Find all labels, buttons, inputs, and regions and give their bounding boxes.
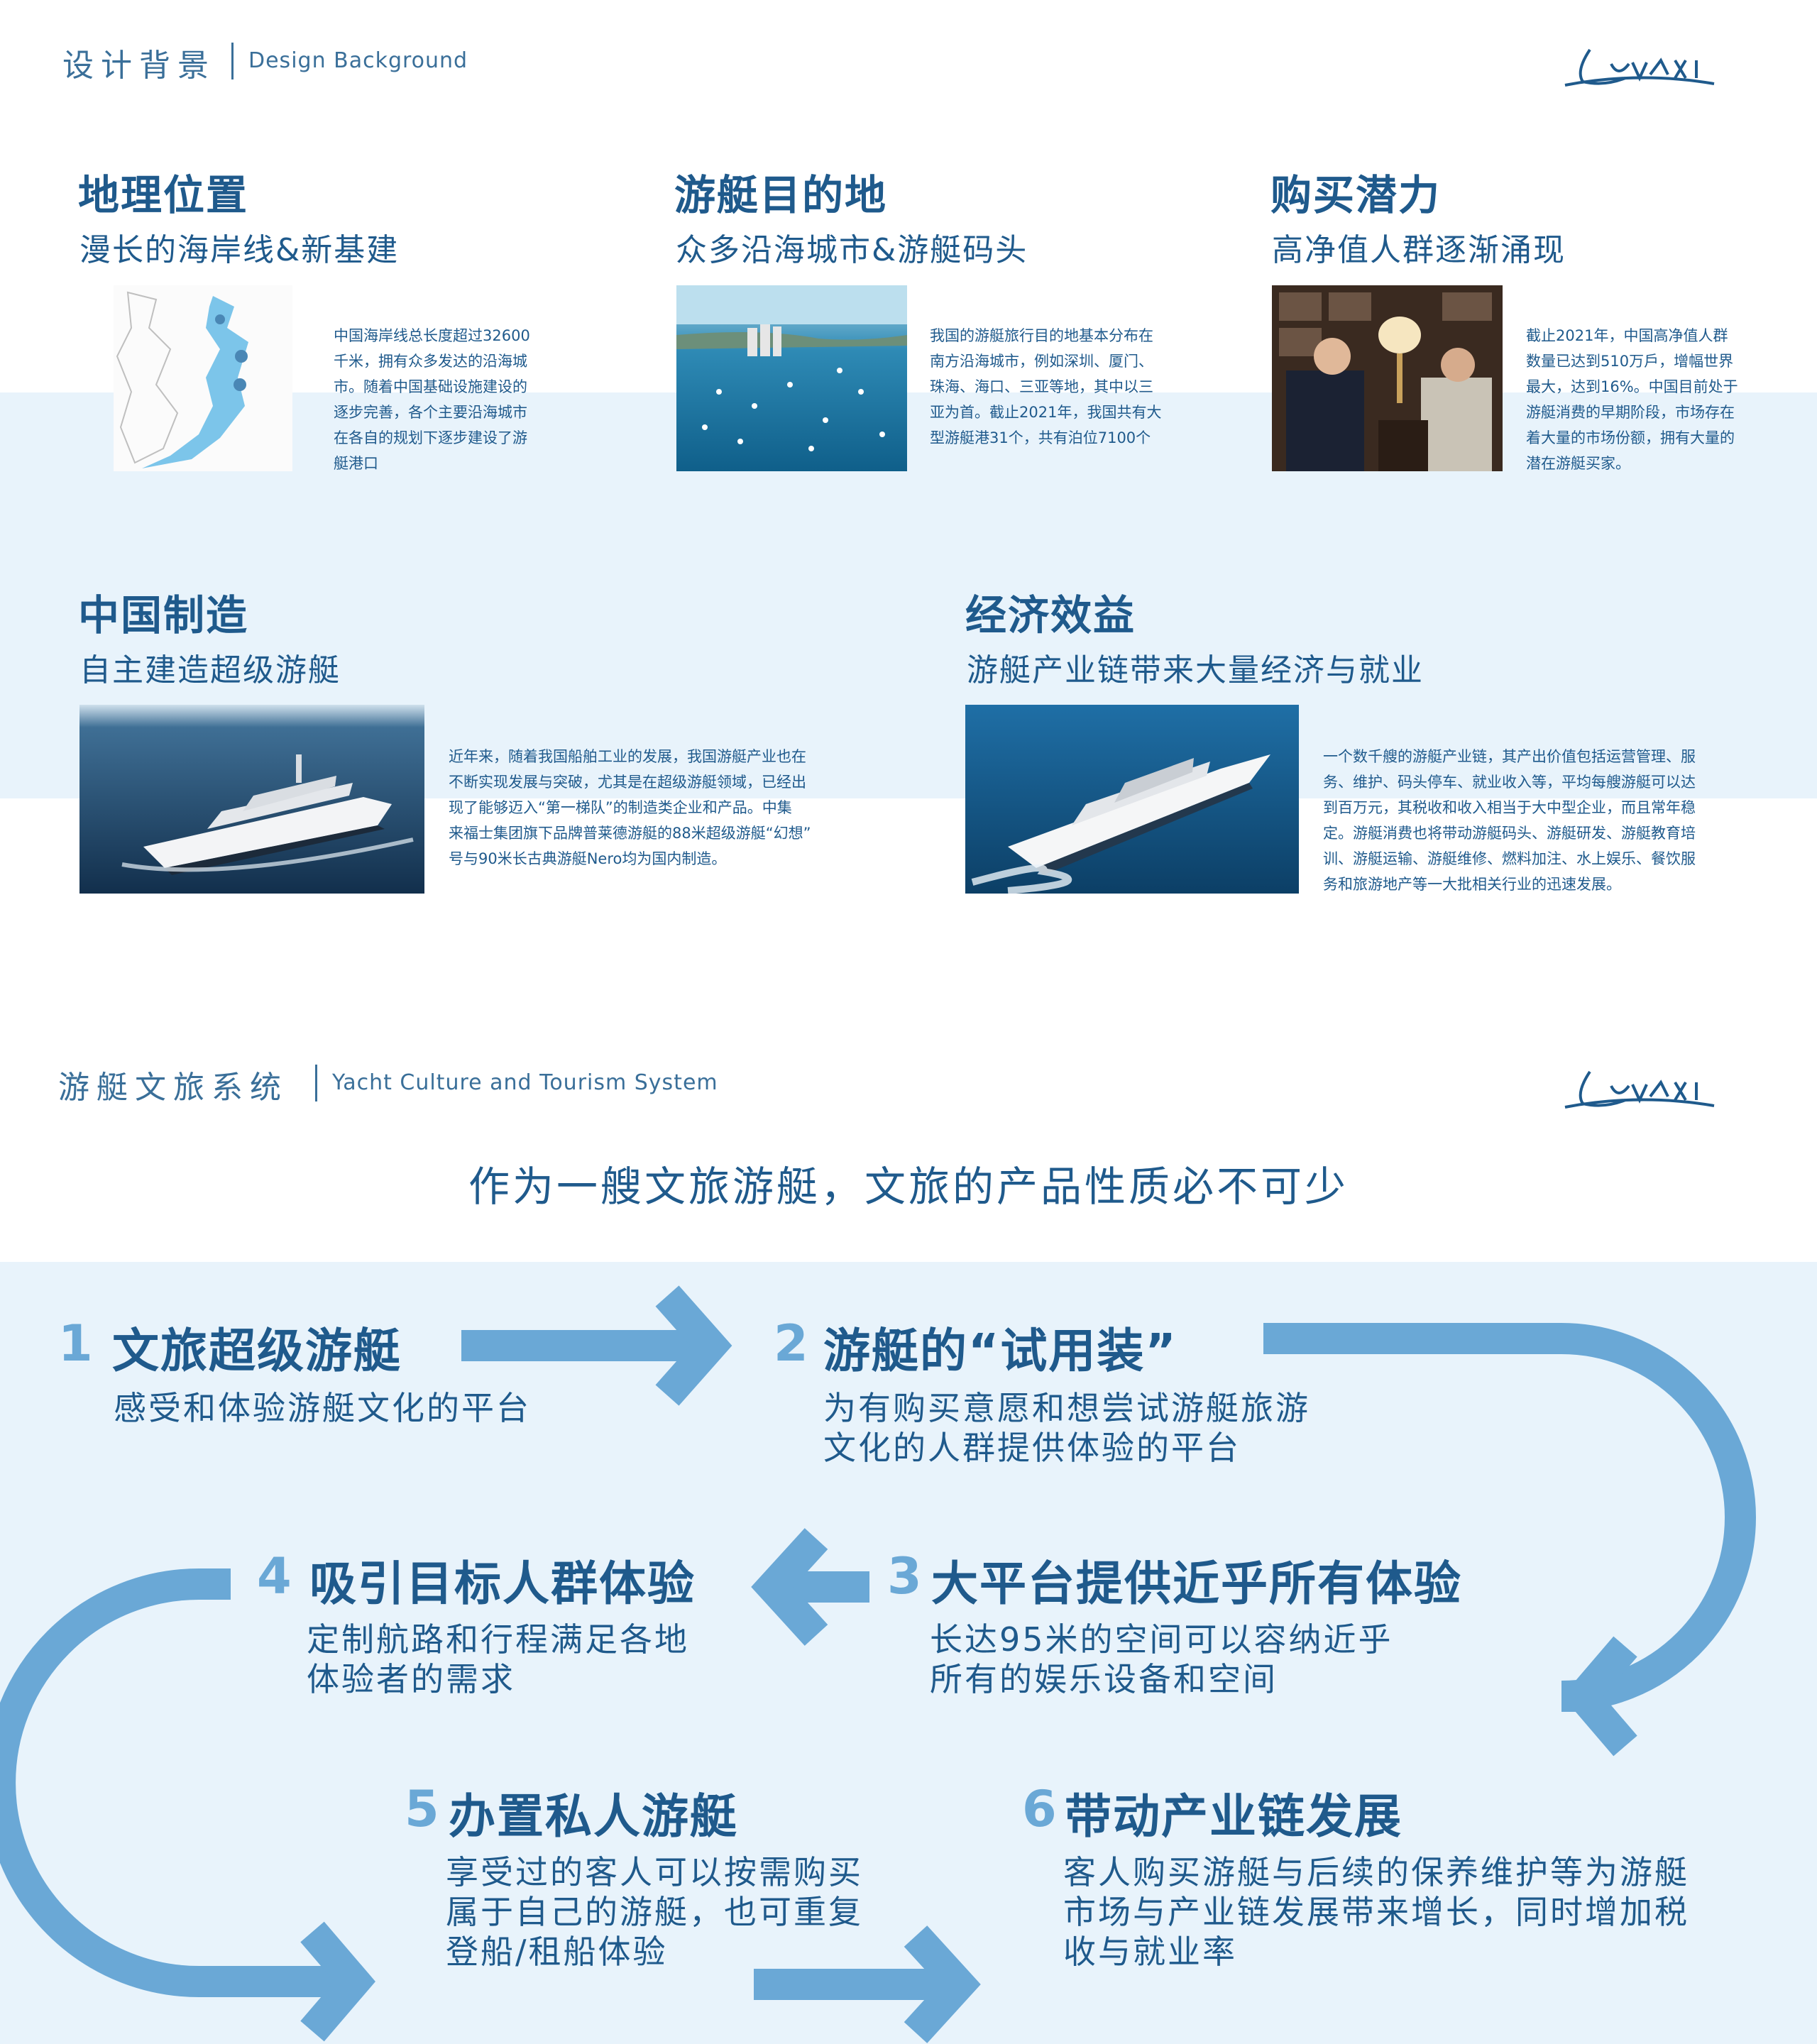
step-3-title: 大平台提供近乎所有体验 (931, 1556, 1462, 1611)
flow-arrows (0, 1285, 1756, 2043)
brand-logo-2 (1561, 1065, 1718, 1114)
card-economic-title: 经济效益 (965, 591, 1136, 639)
step-6-title: 带动产业链发展 (1065, 1789, 1402, 1844)
card-geo-title: 地理位置 (78, 171, 249, 219)
card-economic-body: 一个数千艘的游艇产业链，其产出价值包括运营管理、服 务、维护、码头停车、就业收入… (1323, 748, 1696, 893)
section-title-en: Design Background (248, 48, 468, 73)
step-1-title: 文旅超级游艇 (112, 1324, 402, 1378)
arrow-2-to-3 (1263, 1323, 1756, 1712)
card-economic-subtitle: 游艇产业链带来大量经济与就业 (967, 652, 1424, 688)
step-1-desc: 感受和体验游艇文化的平台 (114, 1389, 531, 1427)
background-band-bottom (0, 1262, 1817, 2044)
header-divider (231, 43, 234, 79)
card-made-in-china-title: 中国制造 (78, 591, 249, 639)
step-5-number: 5 (405, 1780, 439, 1838)
step-6-desc: 客人购买游艇与后续的保养维护等为游艇 市场与产业链发展带来增长，同时增加税 收与… (1063, 1853, 1689, 1971)
step-3-desc: 长达95米的空间可以容纳近乎 所有的娱乐设备和空间 (930, 1620, 1393, 1698)
section2-title-en: Yacht Culture and Tourism System (332, 1070, 718, 1095)
step-5-desc: 享受过的客人可以按需购买 属于自己的游艇，也可重复 登船/租船体验 (446, 1853, 863, 1971)
arrow-4-to-5-head (300, 1921, 375, 2042)
arrow-3-to-4-head (751, 1528, 828, 1646)
superyacht-photo-1 (79, 705, 424, 894)
arrow-2-to-3-head (1562, 1636, 1637, 1757)
arrow-4-to-5 (0, 1568, 341, 1997)
arrow-1-to-2-head (655, 1285, 732, 1406)
step-3-number: 3 (887, 1547, 922, 1605)
card-potential-subtitle: 高净值人群逐渐涌现 (1272, 232, 1566, 268)
superyacht-photo-2 (965, 705, 1299, 894)
card-geo-subtitle: 漫长的海岸线&新基建 (79, 232, 400, 268)
brand-logo (1561, 43, 1718, 92)
section-title-zh: 设计背景 (62, 48, 216, 84)
section2-title-zh: 游艇文旅系统 (58, 1070, 288, 1106)
card-potential-body: 截止2021年，中国高净值人群 数量已达到510万戶，增幅世界 最大，达到16%… (1526, 327, 1738, 472)
card-destination-title: 游艇目的地 (674, 171, 888, 219)
step-2-desc: 为有购买意愿和想尝试游艇旅游 文化的人群提供体验的平台 (823, 1389, 1310, 1467)
card-potential-title: 购买潜力 (1270, 171, 1442, 219)
step-5-title: 办置私人游艇 (449, 1789, 738, 1844)
businessmen-photo (1272, 285, 1503, 471)
header2-divider (315, 1065, 317, 1101)
card-destination-subtitle: 众多沿海城市&游艇码头 (676, 232, 1028, 268)
arrow-5-to-6-head (904, 1925, 981, 2043)
coastline-map-image (114, 285, 292, 471)
card-made-in-china-body: 近年来，随着我国船舶工业的发展，我国游艇产业也在 不断实现发展与突破，尤其是在超… (449, 748, 811, 867)
slogan-text: 作为一艘文旅游艇，文旅的产品性质必不可少 (468, 1163, 1349, 1211)
step-4-desc: 定制航路和行程满足各地 体验者的需求 (307, 1620, 689, 1698)
card-geo-body: 中国海岸线总长度超过32600 千米，拥有众多发达的沿海城 市。随着中国基础设施… (334, 327, 530, 472)
step-4-number: 4 (257, 1547, 292, 1605)
step-4-title: 吸引目标人群体验 (309, 1556, 696, 1611)
card-destination-body: 我国的游艇旅行目的地基本分布在 南方沿海城市，例如深圳、厦门、 珠海、海口、三亚… (930, 327, 1162, 446)
step-6-number: 6 (1022, 1780, 1057, 1838)
card-made-in-china-subtitle: 自主建造超级游艇 (79, 652, 341, 688)
step-1-number: 1 (58, 1314, 93, 1373)
step-2-title: 游艇的“试用装” (823, 1324, 1178, 1378)
step-2-number: 2 (774, 1314, 808, 1373)
marina-photo (676, 285, 907, 471)
